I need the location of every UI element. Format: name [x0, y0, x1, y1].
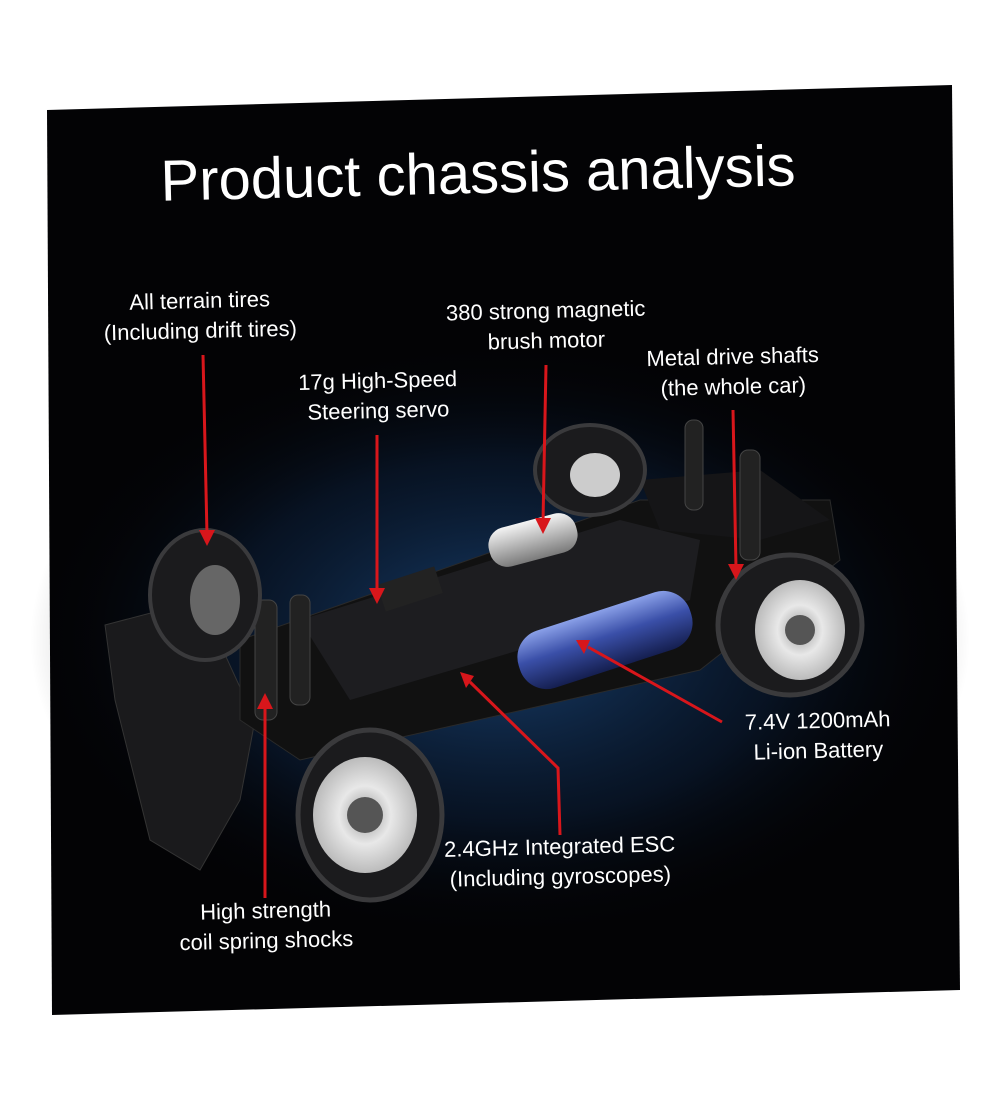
callout-esc-line2: (Including gyroscopes): [449, 861, 672, 892]
battery-icon: [517, 590, 693, 690]
callout-battery-line2: Li-ion Battery: [753, 736, 884, 765]
arrow-tires: [201, 354, 209, 536]
arrowheads: [199, 518, 744, 709]
arrow-shafts: [731, 409, 738, 569]
callout-shocks: High strength coil spring shocks: [178, 894, 353, 958]
callout-servo-line2: Steering servo: [307, 396, 450, 425]
callout-esc: 2.4GHz Integrated ESC (Including gyrosco…: [444, 829, 677, 895]
callout-motor-line1: 380 strong magnetic: [445, 295, 646, 326]
callout-shocks-line1: High strength: [199, 896, 332, 925]
callout-battery: 7.4V 1200mAh Li-ion Battery: [745, 704, 892, 768]
callout-motor-line2: brush motor: [487, 326, 606, 355]
callout-tires-line2: (Including drift tires): [103, 315, 298, 346]
arrow-battery: [587, 645, 723, 724]
callout-servo: 17g High-Speed Steering servo: [298, 364, 458, 428]
callout-tires: All terrain tires (Including drift tires…: [103, 284, 298, 349]
callout-shafts-line1: Metal drive shafts: [646, 341, 820, 372]
callout-shocks-line2: coil spring shocks: [179, 925, 354, 956]
motor-icon: [488, 513, 578, 567]
callout-motor: 380 strong magnetic brush motor: [446, 294, 647, 359]
callout-servo-line1: 17g High-Speed: [297, 366, 458, 395]
arrow-esc: [468, 680, 562, 836]
callout-shafts-line2: (the whole car): [660, 372, 807, 401]
wheel-icons: [148, 423, 865, 903]
callout-shafts: Metal drive shafts (the whole car): [646, 340, 820, 404]
shock-icons: [254, 419, 761, 721]
callout-arrows: [201, 354, 738, 898]
callout-battery-line1: 7.4V 1200mAh: [744, 706, 891, 735]
arrow-motor: [541, 364, 548, 523]
callout-tires-line1: All terrain tires: [129, 286, 271, 315]
